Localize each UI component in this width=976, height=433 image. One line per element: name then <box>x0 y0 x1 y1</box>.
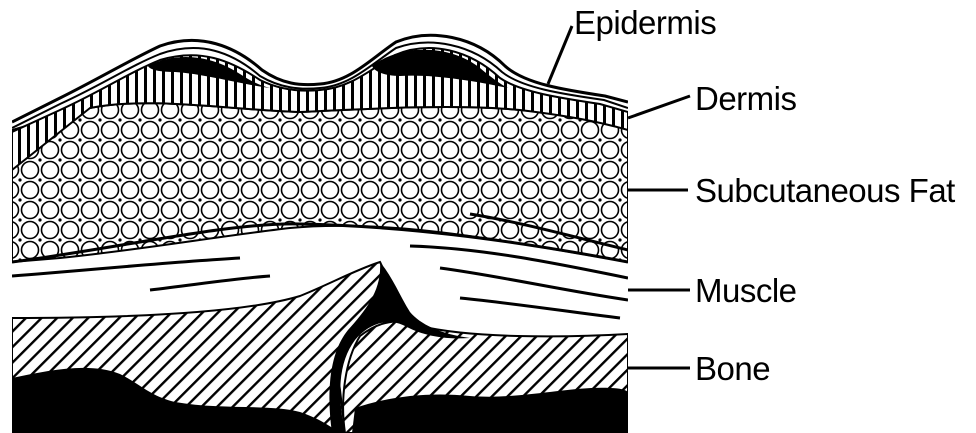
label-epidermis: Epidermis <box>574 4 716 41</box>
label-dermis: Dermis <box>695 80 797 117</box>
label-muscle: Muscle <box>695 272 797 309</box>
label-subcutaneous-fat: Subcutaneous Fat <box>695 172 955 209</box>
subcutaneous-fat-layer <box>12 103 628 262</box>
label-bone: Bone <box>695 350 770 387</box>
